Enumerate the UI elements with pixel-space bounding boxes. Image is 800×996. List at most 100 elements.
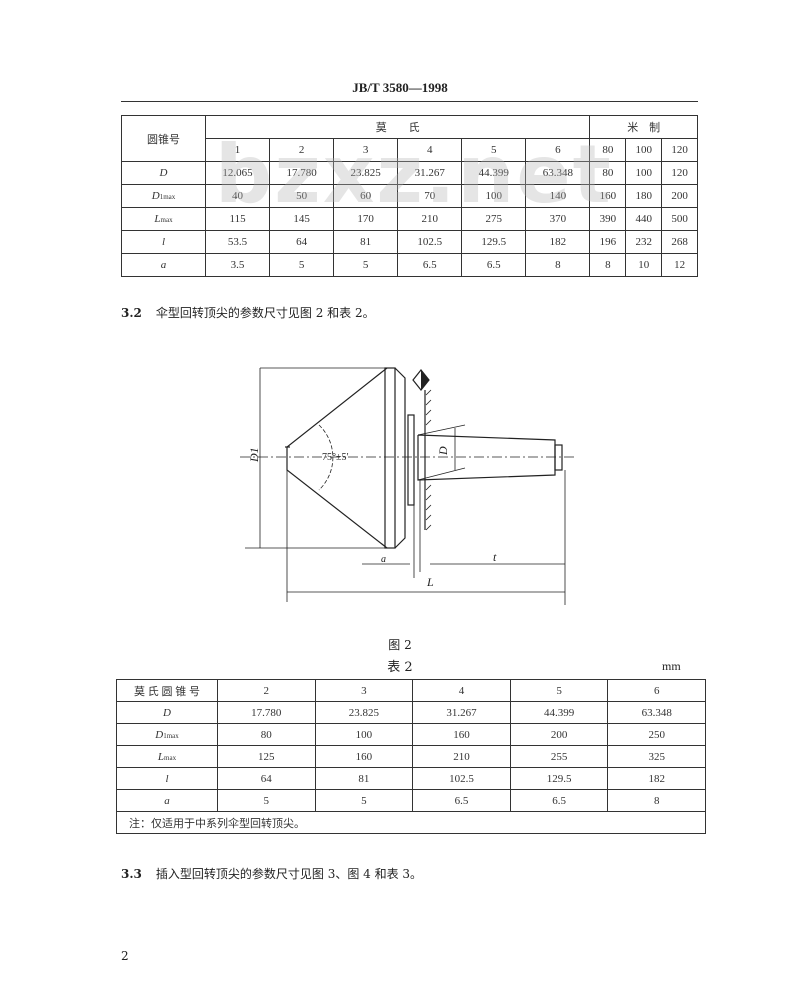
table-cell: 232 xyxy=(625,230,663,254)
dimension-lines xyxy=(245,367,566,605)
row-label: l xyxy=(116,767,218,790)
table-cell: 17.780 xyxy=(217,701,316,724)
table-cell: 170 xyxy=(333,207,399,231)
table-cell: 5 xyxy=(217,789,316,812)
table-cell: 8 xyxy=(589,253,627,277)
row-label-symbol: l xyxy=(161,236,166,248)
table-row: 注：仅适用于中系列伞型回转顶尖。 xyxy=(116,811,706,834)
label-a: a xyxy=(381,554,386,565)
table-cell: 100 xyxy=(314,723,414,746)
table-cell: 120 xyxy=(661,161,698,185)
table-cell: 5 xyxy=(333,253,399,277)
section-number: 3.3 xyxy=(121,867,142,881)
row-label-symbol: D xyxy=(151,190,160,202)
figure-2-drawing: D1 D 75°±5′ a t L xyxy=(240,367,575,605)
row-label-subscript: max xyxy=(160,216,173,224)
label-t: t xyxy=(493,550,497,564)
row-label-subscript: 1max xyxy=(159,193,176,201)
table-cell: 390 xyxy=(589,207,627,231)
row-label: D xyxy=(116,701,218,724)
row-label: a xyxy=(116,789,218,812)
paragraph-text: 伞型回转顶尖的参数尺寸见图 2 和表 2。 xyxy=(155,306,375,320)
table-cell: 200 xyxy=(661,184,698,208)
paragraph-3-3: 3.3 插入型回转顶尖的参数尺寸见图 3、图 4 和表 3。 xyxy=(121,865,422,882)
watermark: bzxz.net xyxy=(215,128,613,221)
size-header: 100 xyxy=(625,138,663,162)
document-header: JB/T 3580—1998 xyxy=(352,80,448,95)
table-cell: 23.825 xyxy=(314,701,414,724)
row-label-symbol: D xyxy=(163,706,171,719)
page-number: 2 xyxy=(121,949,129,963)
row-header: 莫 氏 圆 锥 号 xyxy=(116,679,218,702)
size-header: 80 xyxy=(589,138,627,162)
table-cell: 53.5 xyxy=(204,230,271,254)
label-D: D xyxy=(436,446,450,456)
table-cell: 102.5 xyxy=(412,767,511,790)
table-cell: 102.5 xyxy=(397,230,463,254)
row-label-symbol: l xyxy=(165,772,169,785)
table-cell: 81 xyxy=(314,767,414,790)
table-cell: 5 xyxy=(314,789,414,812)
table-cell: 6.5 xyxy=(509,789,609,812)
table-cell: 129.5 xyxy=(509,767,609,790)
table-cell: 44.399 xyxy=(509,701,609,724)
table-cell: 6.5 xyxy=(412,789,511,812)
section-number: 3.2 xyxy=(121,306,142,320)
table-cell: 115 xyxy=(204,207,271,231)
shank xyxy=(417,390,563,530)
table-cell: 250 xyxy=(607,723,706,746)
paragraph-text: 插入型回转顶尖的参数尺寸见图 3、图 4 和表 3。 xyxy=(155,867,423,881)
row-label-symbol: D xyxy=(159,167,168,179)
row-label-symbol: L xyxy=(154,213,161,225)
row-label-symbol: a xyxy=(164,794,170,807)
size-header: 6 xyxy=(607,679,706,702)
table-cell: 64 xyxy=(217,767,316,790)
row-label-symbol: D xyxy=(155,728,164,741)
angle-arc xyxy=(318,424,334,491)
table-cell: 125 xyxy=(217,745,316,768)
row-label: D1max xyxy=(116,723,218,746)
row-label: Lmax xyxy=(116,745,218,768)
table-cell: 500 xyxy=(661,207,698,231)
wall-hatch xyxy=(425,389,432,531)
row-label-symbol: a xyxy=(160,259,167,271)
size-header: 3 xyxy=(314,679,414,702)
table-cell: 100 xyxy=(461,184,527,208)
paragraph-3-2: 3.2 伞型回转顶尖的参数尺寸见图 2 和表 2。 xyxy=(121,304,375,321)
table-cell: 129.5 xyxy=(461,230,527,254)
table-2-unit: mm xyxy=(662,659,681,673)
label-D1: D1 xyxy=(247,447,261,463)
table-cell: 8 xyxy=(525,253,591,277)
cone xyxy=(285,367,415,549)
table-cell: 63.348 xyxy=(607,701,706,724)
size-header: 6 xyxy=(525,138,591,162)
row-label: a xyxy=(121,253,206,277)
table-cell: 31.267 xyxy=(412,701,511,724)
table-cell: 80 xyxy=(217,723,316,746)
table-cell: 12 xyxy=(661,253,698,277)
table-cell: 6.5 xyxy=(461,253,527,277)
row-label-symbol: L xyxy=(157,750,165,763)
table-cell: 182 xyxy=(607,767,706,790)
table-cell: 200 xyxy=(509,723,609,746)
table-cell: 81 xyxy=(333,230,399,254)
row-header: 圆锥号 xyxy=(121,115,206,162)
table-cell: 182 xyxy=(525,230,591,254)
table-2-title: 表 2 xyxy=(387,660,413,675)
table-cell: 268 xyxy=(661,230,698,254)
table-cell: 160 xyxy=(412,723,511,746)
